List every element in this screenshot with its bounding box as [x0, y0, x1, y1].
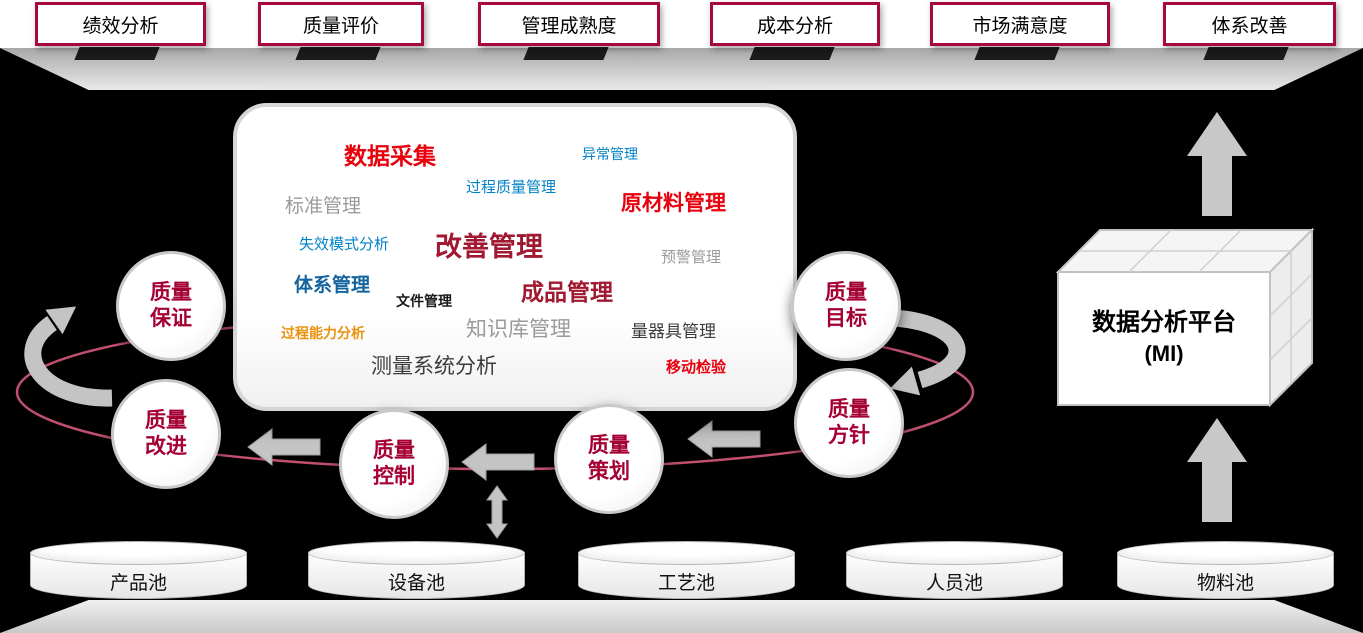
wc-measurement-system: 测量系统分析 — [371, 355, 497, 378]
metric-box-cost-analysis: 成本分析 — [710, 2, 880, 46]
circle-quality-improvement: 质量改进 — [111, 379, 221, 489]
top-perspective-band — [0, 48, 1363, 90]
metric-box-performance-analysis: 绩效分析 — [35, 2, 206, 46]
pool-process: 工艺池 — [578, 541, 795, 599]
wc-raw-material-mgmt: 原材料管理 — [621, 192, 726, 215]
arrow-policy-to-planning — [687, 420, 761, 458]
pool-label: 物料池 — [1196, 573, 1254, 594]
platform-cube-label: 数据分析平台 (MI) — [1058, 302, 1270, 367]
pool-personnel: 人员池 — [846, 541, 1063, 599]
metric-box-management-maturity: 管理成熟度 — [478, 2, 660, 46]
arrow-control-to-improvement — [247, 428, 321, 466]
pool-equipment: 设备池 — [308, 541, 525, 599]
wc-document-management: 文件管理 — [396, 293, 452, 309]
metric-box-system-improvement: 体系改善 — [1163, 2, 1336, 46]
wc-early-warning-mgmt: 预警管理 — [661, 249, 722, 266]
wc-improvement-mgmt: 改善管理 — [435, 232, 543, 262]
circle-quality-control: 质量控制 — [339, 409, 449, 519]
arrow-double-vertical — [486, 485, 508, 539]
box-connector-wedge — [749, 47, 835, 60]
wc-process-quality-mgmt: 过程质量管理 — [466, 179, 557, 196]
wc-mobile-inspection: 移动检验 — [666, 359, 727, 376]
wc-data-collection: 数据采集 — [344, 143, 436, 169]
circle-quality-policy: 质量方针 — [794, 368, 904, 478]
circle-label: 质量控制 — [373, 438, 415, 488]
metric-box-quality-evaluation: 质量评价 — [258, 2, 424, 46]
top-strip — [0, 0, 1363, 48]
capability-panel: 数据采集 异常管理 过程质量管理 标准管理 原材料管理 失效模式分析 改善管理 … — [233, 103, 797, 411]
box-connector-wedge — [74, 47, 160, 60]
platform-cube — [1055, 227, 1315, 408]
pool-label: 设备池 — [387, 573, 445, 594]
wc-gauge-management: 量器具管理 — [631, 322, 716, 341]
wc-knowledge-base-mgmt: 知识库管理 — [466, 318, 571, 341]
circle-label: 质量策划 — [588, 433, 630, 483]
platform-title: 数据分析平台 — [1092, 309, 1236, 336]
arrow-up-above-cube — [1187, 112, 1247, 216]
metric-box-market-satisfaction: 市场满意度 — [930, 2, 1110, 46]
cycle-arrow-right-head — [890, 366, 921, 396]
box-connector-wedge — [974, 47, 1060, 60]
circle-quality-objectives: 质量目标 — [791, 251, 901, 361]
circle-label: 质量方针 — [828, 397, 870, 447]
arrow-up-below-cube — [1187, 418, 1247, 522]
circle-label: 质量保证 — [150, 280, 192, 330]
pool-label: 工艺池 — [657, 573, 715, 594]
pool-label: 产品池 — [109, 573, 167, 594]
circle-quality-planning: 质量策划 — [554, 404, 664, 514]
wc-finished-product-mgmt: 成品管理 — [521, 279, 613, 305]
circle-label: 质量目标 — [825, 280, 867, 330]
box-connector-wedge — [295, 47, 381, 60]
pool-product: 产品池 — [30, 541, 247, 599]
arrow-planning-to-control — [461, 443, 535, 481]
wc-process-capability: 过程能力分析 — [281, 325, 365, 341]
wc-standard-management: 标准管理 — [285, 196, 362, 217]
platform-subtitle: (MI) — [1144, 341, 1184, 366]
wc-exception-management: 异常管理 — [582, 146, 638, 162]
box-connector-wedge — [523, 47, 609, 60]
bottom-perspective-band — [0, 600, 1363, 633]
circle-quality-assurance: 质量保证 — [116, 251, 226, 361]
cycle-arrow-right — [891, 309, 966, 389]
cycle-arrow-left-head — [45, 306, 77, 335]
wc-failure-mode-analysis: 失效模式分析 — [299, 236, 390, 253]
wc-system-management: 体系管理 — [294, 275, 371, 296]
box-connector-wedge — [1203, 47, 1289, 60]
circle-label: 质量改进 — [145, 408, 187, 458]
pool-label: 人员池 — [925, 573, 983, 594]
pool-material: 物料池 — [1117, 541, 1334, 599]
cycle-arrow-left — [24, 316, 113, 407]
